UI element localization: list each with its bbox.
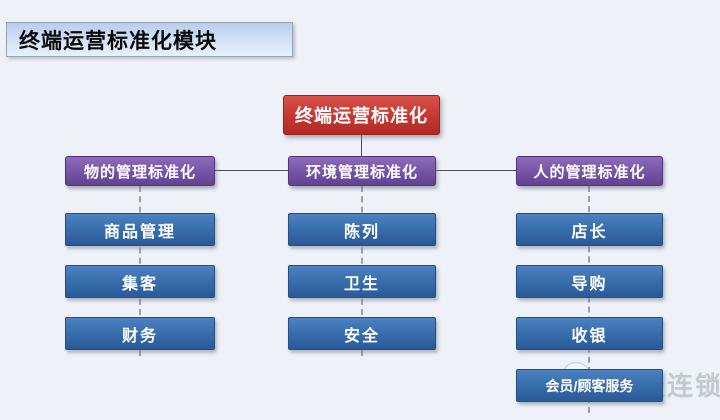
- leaf-node-safety: 安全: [288, 317, 436, 350]
- root-node: 终端运营标准化: [283, 95, 440, 135]
- leaf-node-member-service: 会员/顾客服务: [516, 369, 663, 402]
- branch-node-label: 物的管理标准化: [83, 163, 196, 181]
- connector-left-branch: [213, 170, 290, 171]
- branch-node-environment: 环境管理标准化: [288, 156, 436, 186]
- branch-node-label: 人的管理标准化: [533, 163, 646, 181]
- leaf-node-label: 安全: [343, 327, 380, 345]
- root-node-label: 终端运营标准化: [295, 106, 428, 126]
- leaf-node-label: 会员/顾客服务: [545, 377, 634, 394]
- leaf-node-label: 导购: [571, 275, 608, 293]
- leaf-node-finance: 财务: [65, 317, 215, 350]
- branch-node-things: 物的管理标准化: [65, 156, 215, 186]
- leaf-node-cashier: 收银: [516, 317, 663, 350]
- leaf-node-label: 卫生: [343, 275, 380, 293]
- branch-node-people: 人的管理标准化: [516, 156, 663, 186]
- leaf-node-label: 收银: [571, 327, 608, 345]
- connector-root-to-center: [361, 135, 362, 158]
- leaf-node-label: 店长: [571, 223, 608, 241]
- leaf-node-shopping-guide: 导购: [516, 265, 663, 298]
- leaf-node-hygiene: 卫生: [288, 265, 436, 298]
- leaf-node-display: 陈列: [288, 213, 436, 246]
- leaf-node-customer-gathering: 集客: [65, 265, 215, 298]
- leaf-node-label: 陈列: [343, 223, 380, 241]
- leaf-node-label: 商品管理: [103, 223, 176, 241]
- page-title: 终端运营标准化模块: [6, 22, 293, 57]
- branch-node-label: 环境管理标准化: [305, 163, 418, 181]
- leaf-node-store-manager: 店长: [516, 213, 663, 246]
- leaf-node-label: 财务: [121, 327, 158, 345]
- page-title-label: 终端运营标准化模块: [19, 29, 217, 53]
- dashed-line-right-column: [588, 186, 590, 413]
- connector-right-branch: [434, 170, 518, 171]
- leaf-node-label: 集客: [121, 275, 158, 293]
- leaf-node-merchandise: 商品管理: [65, 213, 215, 246]
